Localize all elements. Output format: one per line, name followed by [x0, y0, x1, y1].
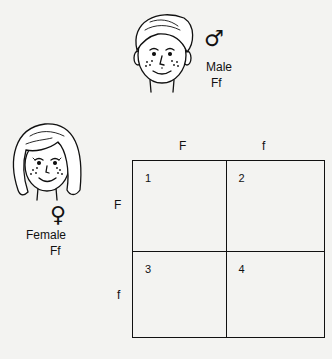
callout-number: 3 — [145, 263, 151, 275]
sex-label: Male — [206, 61, 232, 74]
callout-number: 1 — [145, 172, 151, 184]
genotype-label: Ff — [211, 77, 222, 90]
male-symbol: ♂ — [204, 27, 224, 51]
allele-label: F — [114, 199, 121, 212]
callout-number: 4 — [239, 263, 245, 275]
genotype-label: Ff — [50, 245, 61, 258]
female-symbol: ♀ — [50, 203, 66, 227]
punnett-cell: 2 — [226, 160, 326, 252]
allele-label: F — [179, 140, 186, 153]
callout-number: 2 — [239, 172, 245, 184]
male-head — [134, 15, 193, 92]
punnett-cell: 3 — [132, 251, 227, 339]
female-head — [14, 124, 81, 200]
allele-label: f — [262, 140, 265, 153]
punnett-cell: 4 — [226, 251, 326, 339]
allele-label: f — [117, 289, 120, 302]
punnett-cell: 1 — [132, 160, 227, 252]
sex-label: Female — [26, 229, 66, 242]
